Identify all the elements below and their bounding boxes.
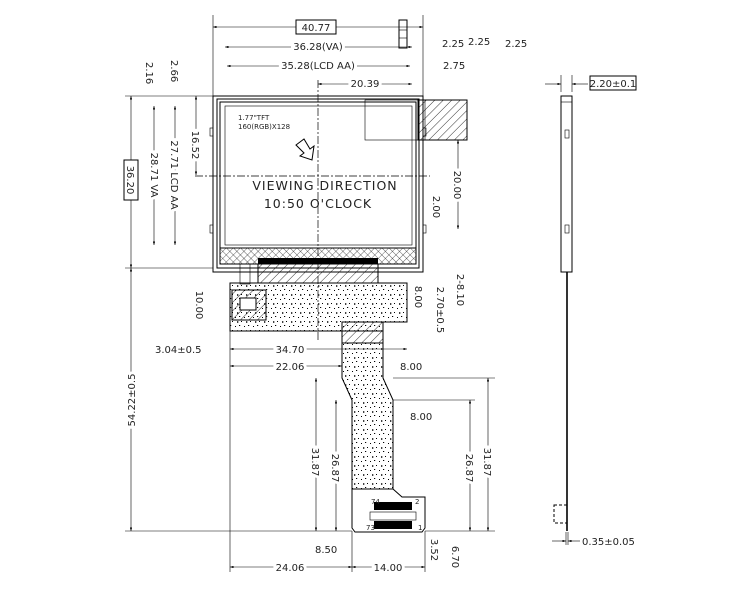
dim-conn-2406: 24.06 [276,563,305,574]
dim-aa-height: 27.71 LCD AA [168,140,179,209]
dim-fpc-3470: 34.70 [276,345,305,356]
dim-conn-1400: 14.00 [374,563,403,574]
dim-va-width: 36.28(VA) [293,42,343,53]
dim-outline-height: 36.20 [124,166,135,195]
dim-top-266: 2.66 [168,60,179,82]
dim-fpc-304: 3.04±0.5 [155,345,202,356]
connector-pin-2: 2 [415,498,419,506]
dim-pin-2: 2.00 [430,196,441,218]
dim-center-offset: 20.39 [351,79,380,90]
dim-fpc-8a: 8.00 [412,286,423,308]
dim-conn-352: 3.52 [428,539,439,561]
dim-edge-275: 2.75 [443,61,465,72]
dim-center-v: 16.52 [189,131,200,160]
dim-thickness: 2.20±0.1 [590,79,637,90]
dim-outline-width: 40.77 [302,23,331,34]
dim-fpc-10: 10.00 [193,291,204,320]
viewing-direction-label: VIEWING DIRECTION [252,178,397,193]
viewing-arrow-icon [295,138,315,161]
lcd-module-front [209,19,468,273]
viewing-clock-label: 10:50 O'CLOCK [264,196,372,211]
dim-fpc-8b: 8.00 [400,362,422,373]
lcd-module-side-view [545,75,588,545]
dim-fpc-thickness: 0.35±0.05 [582,537,635,548]
dim-tail-2687-left: 26.87 [329,454,340,483]
thickness-box [589,75,637,91]
outline-height-box [123,159,139,201]
resolution-label: 160(RGB)X128 [238,123,290,131]
dim-fpc-270: 2.70±0.5 [434,287,445,334]
dim-fpc-810: 2-8.10 [454,274,465,306]
dim-tab-b: 2.25 [468,37,490,48]
model-label: 1.77"TFT [238,114,270,122]
dim-conn-670: 6.70 [449,546,460,568]
connector-pin-1: 1 [418,524,422,532]
dim-fpc-2206: 22.06 [276,362,305,373]
connector-pin-74: 74 [371,498,380,506]
fpc-cable [229,258,426,533]
dim-fpc-8c: 8.00 [410,412,432,423]
dim-top-216: 2.16 [143,62,154,84]
dim-aa-width: 35.28(LCD AA) [281,61,355,72]
connector-pin-73: 73 [366,524,375,532]
dim-tab-c: 2.25 [505,39,527,50]
dim-tail-3187-right: 31.87 [481,448,492,477]
dim-pin-20: 20.00 [451,171,462,200]
dim-conn-850: 8.50 [315,545,337,556]
dim-total-height: 54.22±0.5 [127,374,138,427]
dim-tab-a: 2.25 [442,39,464,50]
dim-tail-2687-right: 26.87 [463,454,474,483]
dim-tail-3187-left: 31.87 [309,448,320,477]
dim-va-height: 28.71 VA [148,153,159,198]
dimension-lines [125,15,495,572]
outline-width-box [295,19,337,35]
